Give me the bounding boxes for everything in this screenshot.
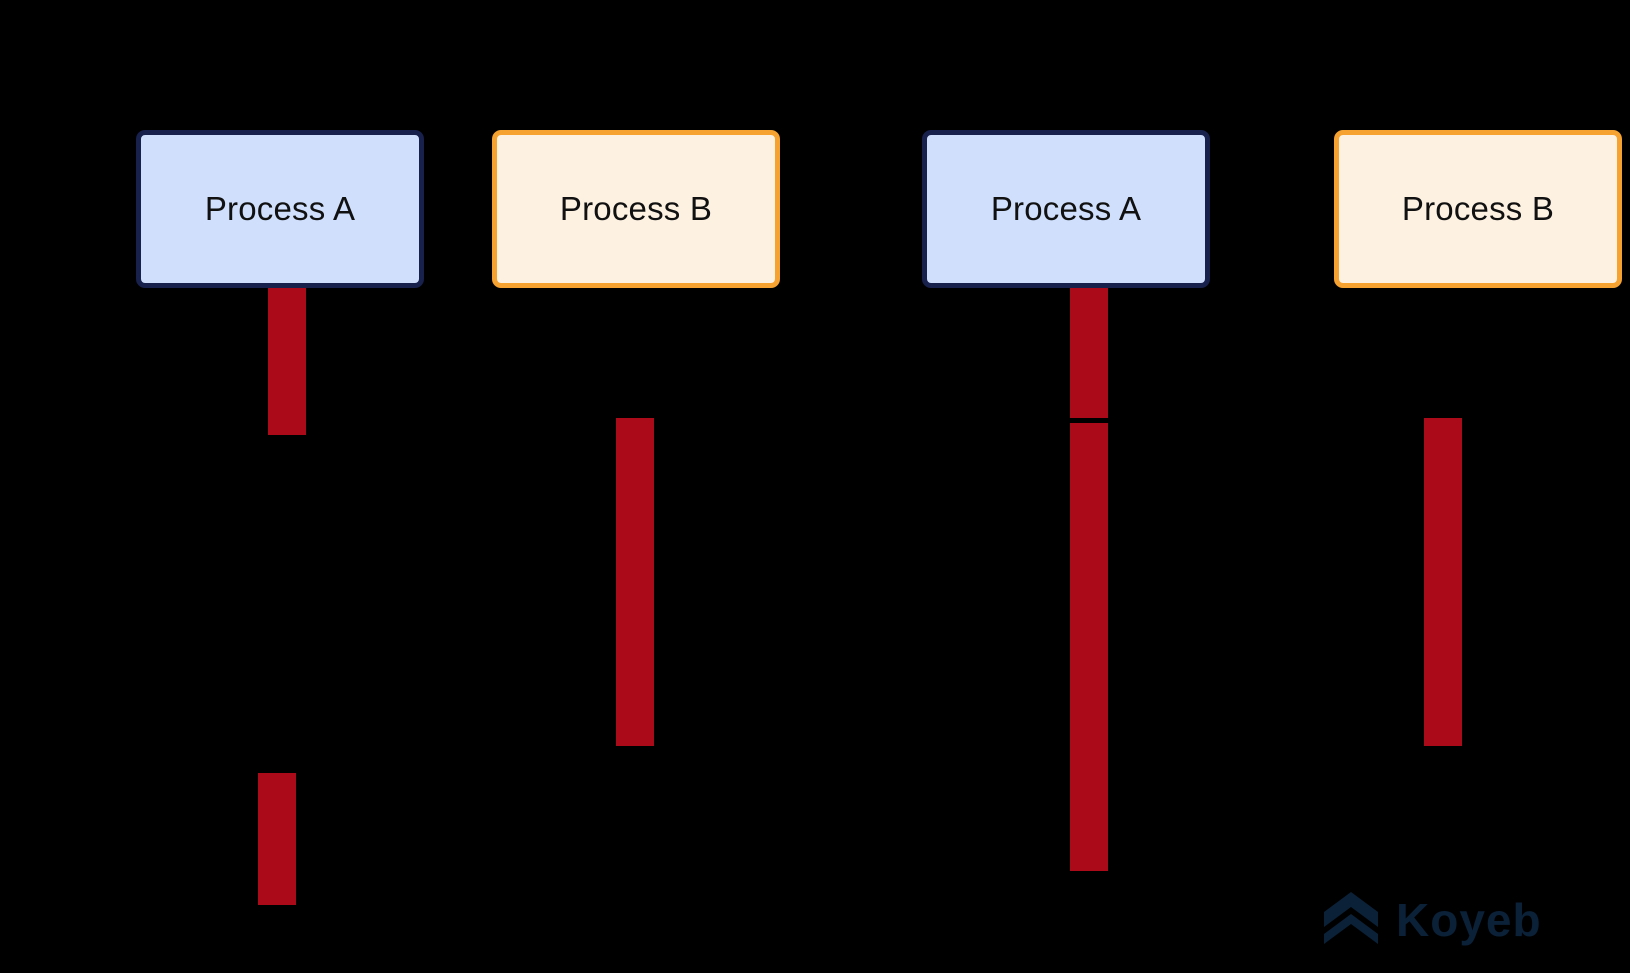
koyeb-wordmark: Koyeb (1396, 893, 1542, 946)
participant-box-left-process-b[interactable]: Process B (492, 130, 780, 288)
participant-label: Process B (1401, 189, 1555, 227)
participant-box-right-process-b[interactable]: Process B (1334, 130, 1622, 288)
koyeb-logo: Koyeb (1320, 886, 1542, 953)
koyeb-chevron-icon (1320, 886, 1382, 953)
participant-label: Process A (204, 189, 356, 227)
participant-label: Process A (990, 189, 1142, 227)
activation-bar-left-b-1 (616, 418, 654, 746)
participant-box-left-process-a[interactable]: Process A (136, 130, 424, 288)
participant-box-right-process-a[interactable]: Process A (922, 130, 1210, 288)
activation-bar-right-a-1 (1070, 288, 1108, 418)
activation-bar-left-a-2 (258, 773, 296, 905)
participant-label: Process B (559, 189, 713, 227)
activation-bar-right-a-2 (1070, 423, 1108, 871)
activation-bar-left-a-1 (268, 288, 306, 435)
activation-bar-right-b-1 (1424, 418, 1462, 746)
